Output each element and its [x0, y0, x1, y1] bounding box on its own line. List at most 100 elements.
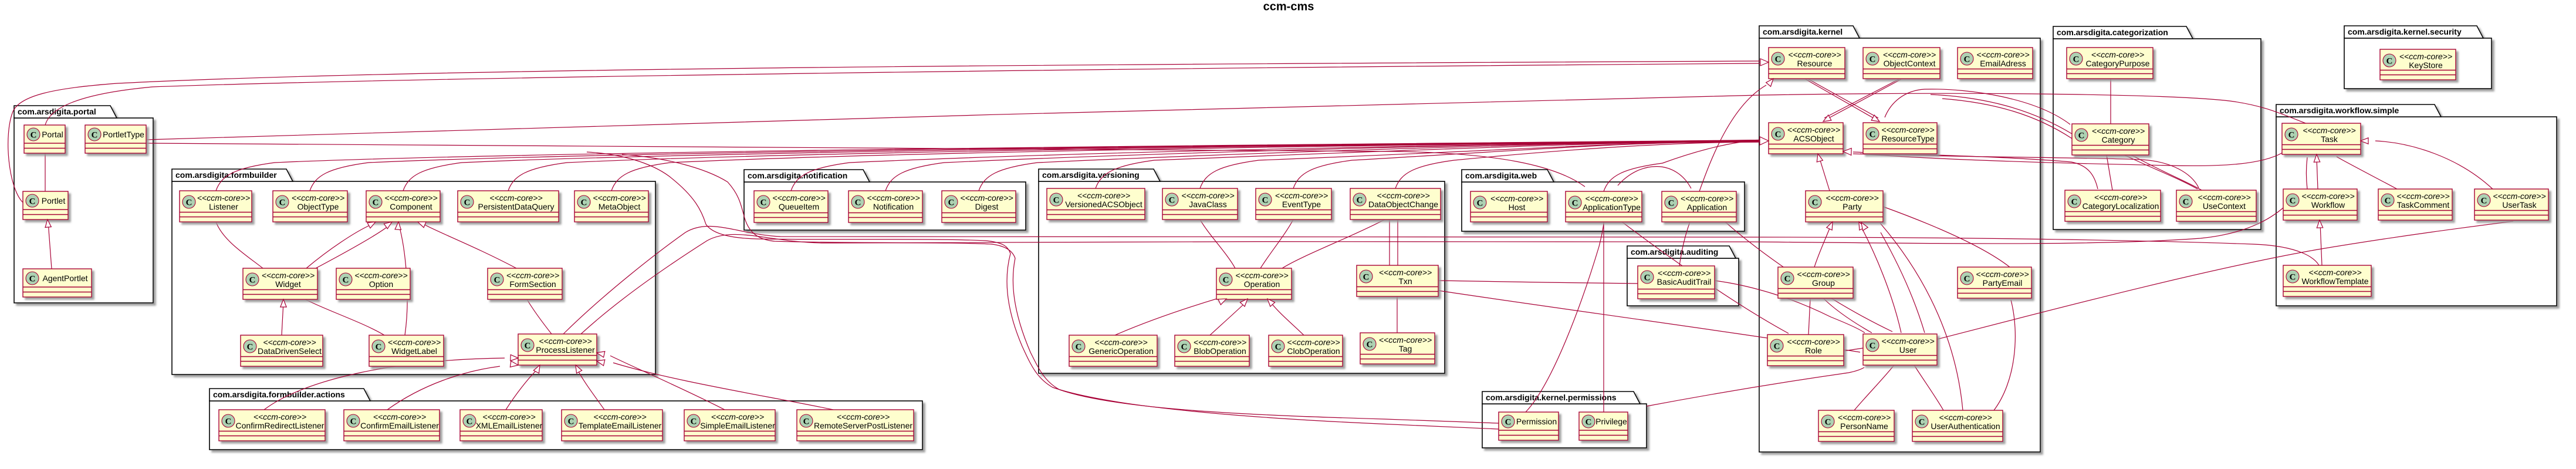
svg-text:<<ccm-core>>: <<ccm-core>>: [1287, 338, 1340, 347]
svg-text:<<ccm-core>>: <<ccm-core>>: [867, 193, 919, 203]
svg-text:<<ccm-core>>: <<ccm-core>>: [2493, 191, 2545, 201]
svg-text:C: C: [247, 343, 253, 352]
svg-text:<<ccm-core>>: <<ccm-core>>: [1797, 269, 1850, 279]
svg-text:<<ccm-core>>: <<ccm-core>>: [539, 336, 591, 346]
svg-text:com.arsdigita.categorization: com.arsdigita.categorization: [2057, 28, 2168, 37]
svg-text:C: C: [1775, 55, 1781, 65]
svg-text:C: C: [855, 198, 861, 208]
svg-text:<<ccm-core>>: <<ccm-core>>: [373, 412, 426, 421]
svg-text:C: C: [1477, 199, 1483, 208]
svg-text:C: C: [1964, 55, 1970, 65]
svg-text:<<ccm-core>>: <<ccm-core>>: [593, 412, 646, 421]
svg-text:<<ccm-core>>: <<ccm-core>>: [263, 338, 316, 347]
svg-text:ccm-cms: ccm-cms: [1263, 1, 1314, 14]
svg-text:C: C: [249, 276, 256, 285]
svg-text:C: C: [2385, 197, 2391, 206]
svg-text:C: C: [1644, 274, 1651, 283]
svg-text:VersionedACSObject: VersionedACSObject: [1065, 200, 1142, 209]
svg-text:<<ccm-core>>: <<ccm-core>>: [1881, 125, 1934, 134]
svg-text:Host: Host: [1509, 203, 1526, 212]
svg-text:PersistentDataQuery: PersistentDataQuery: [478, 202, 555, 211]
svg-text:CategoryLocalization: CategoryLocalization: [2083, 201, 2159, 211]
svg-text:ClobOperation: ClobOperation: [1287, 346, 1340, 356]
svg-text:TaskComment: TaskComment: [2397, 200, 2450, 210]
svg-text:C: C: [2481, 197, 2487, 206]
svg-text:Tag: Tag: [1399, 344, 1412, 353]
svg-text:C: C: [1784, 275, 1791, 284]
svg-text:<<ccm-core>>: <<ccm-core>>: [1787, 337, 1840, 346]
svg-text:<<ccm-core>>: <<ccm-core>>: [1377, 191, 1429, 200]
svg-text:<<ccm-core>>: <<ccm-core>>: [1379, 268, 1432, 277]
svg-text:com.arsdigita.kernel.security: com.arsdigita.kernel.security: [2348, 27, 2462, 36]
svg-text:<<ccm-core>>: <<ccm-core>>: [384, 193, 437, 203]
svg-text:C: C: [1572, 199, 1578, 208]
svg-text:C: C: [2073, 55, 2080, 65]
svg-text:C: C: [1076, 343, 1082, 352]
svg-text:KeyStore: KeyStore: [2409, 60, 2443, 70]
svg-text:Listener: Listener: [209, 202, 238, 211]
svg-text:Application: Application: [1687, 203, 1728, 212]
svg-text:C: C: [2386, 57, 2393, 66]
svg-text:C: C: [1870, 342, 1876, 351]
svg-text:C: C: [92, 131, 98, 140]
svg-text:<<ccm-core>>: <<ccm-core>>: [1275, 191, 1328, 200]
svg-text:<<ccm-core>>: <<ccm-core>>: [960, 193, 1013, 203]
svg-text:ConfirmEmailListener: ConfirmEmailListener: [360, 421, 439, 430]
svg-text:<<ccm-core>>: <<ccm-core>>: [1379, 335, 1432, 345]
svg-text:<<ccm-core>>: <<ccm-core>>: [197, 193, 250, 203]
svg-text:Txn: Txn: [1398, 276, 1412, 286]
svg-text:C: C: [525, 342, 531, 351]
svg-text:SimpleEmailListener: SimpleEmailListener: [700, 421, 775, 430]
svg-text:C: C: [760, 198, 767, 208]
svg-text:WidgetLabel: WidgetLabel: [391, 346, 437, 356]
svg-text:C: C: [1812, 198, 1818, 208]
svg-text:com.arsdigita.kernel: com.arsdigita.kernel: [1763, 27, 1843, 36]
svg-text:<<ccm-core>>: <<ccm-core>>: [1787, 125, 1840, 134]
svg-text:C: C: [568, 417, 574, 427]
svg-text:com.arsdigita.formbuilder: com.arsdigita.formbuilder: [175, 170, 277, 180]
svg-text:Privilege: Privilege: [1595, 417, 1627, 426]
svg-text:<<ccm-core>>: <<ccm-core>>: [489, 193, 542, 203]
svg-text:C: C: [1357, 196, 1363, 205]
svg-text:<<ccm-core>>: <<ccm-core>>: [1881, 336, 1934, 346]
svg-text:<<ccm-core>>: <<ccm-core>>: [711, 412, 764, 421]
svg-text:Resource: Resource: [1797, 59, 1833, 68]
svg-text:C: C: [1367, 340, 1373, 350]
svg-text:QueueItem: QueueItem: [779, 202, 819, 211]
svg-text:<<ccm-core>>: <<ccm-core>>: [506, 271, 559, 280]
svg-text:C: C: [1181, 343, 1188, 352]
svg-text:C: C: [1919, 418, 1925, 427]
svg-text:<<ccm-core>>: <<ccm-core>>: [1094, 338, 1147, 347]
svg-text:com.arsdigita.web: com.arsdigita.web: [1465, 171, 1537, 180]
svg-text:<<ccm-core>>: <<ccm-core>>: [1490, 194, 1543, 203]
svg-text:com.arsdigita.auditing: com.arsdigita.auditing: [1631, 247, 1718, 257]
svg-text:PartyEmail: PartyEmail: [1983, 278, 2023, 288]
svg-text:C: C: [2078, 131, 2085, 141]
svg-text:<<ccm-core>>: <<ccm-core>>: [1585, 194, 1638, 203]
svg-text:<<ccm-core>>: <<ccm-core>>: [772, 193, 825, 203]
svg-text:<<ccm-core>>: <<ccm-core>>: [2399, 52, 2452, 61]
svg-text:<<ccm-core>>: <<ccm-core>>: [2308, 268, 2361, 277]
svg-text:<<ccm-core>>: <<ccm-core>>: [388, 338, 441, 347]
svg-text:<<ccm-core>>: <<ccm-core>>: [354, 271, 407, 280]
svg-text:Portal: Portal: [42, 130, 63, 139]
svg-text:C: C: [581, 198, 587, 208]
svg-text:C: C: [1262, 196, 1269, 205]
svg-text:<<ccm-core>>: <<ccm-core>>: [593, 193, 645, 203]
svg-text:<<ccm-core>>: <<ccm-core>>: [1658, 268, 1710, 278]
svg-text:WorkflowTemplate: WorkflowTemplate: [2301, 276, 2368, 286]
svg-text:Permission: Permission: [1516, 417, 1557, 426]
svg-text:C: C: [2071, 198, 2078, 207]
svg-text:C: C: [1363, 273, 1370, 282]
svg-text:<<ccm-core>>: <<ccm-core>>: [253, 412, 306, 421]
svg-text:C: C: [464, 198, 471, 208]
svg-text:Role: Role: [1805, 346, 1822, 355]
svg-text:<<ccm-core>>: <<ccm-core>>: [292, 193, 344, 203]
svg-text:C: C: [1870, 55, 1876, 65]
svg-text:UserAuthentication: UserAuthentication: [1931, 421, 2000, 431]
svg-text:com.arsdigita.versioning: com.arsdigita.versioning: [1042, 170, 1140, 180]
svg-text:<<ccm-core>>: <<ccm-core>>: [2198, 193, 2250, 202]
svg-text:C: C: [29, 197, 36, 207]
svg-text:Party: Party: [1843, 202, 1862, 211]
svg-text:GenericOperation: GenericOperation: [1088, 346, 1154, 356]
